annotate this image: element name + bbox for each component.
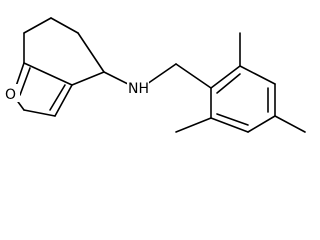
chemical-structure-canvas: O NH: [4, 17, 306, 133]
atom-label-background: [4, 84, 20, 102]
bond: [50, 17, 79, 34]
bond-lines: [12, 17, 306, 133]
bond: [210, 117, 249, 133]
bond: [77, 32, 105, 73]
bond: [103, 71, 129, 85]
molecule-drawing: O NH: [4, 17, 306, 133]
atom-label-background: [127, 78, 149, 96]
bond: [23, 62, 73, 86]
bond: [71, 71, 105, 86]
bond: [216, 73, 241, 94]
bond: [49, 84, 66, 111]
amine-atom-label: NH: [128, 81, 149, 97]
bond: [239, 65, 276, 85]
bond: [146, 63, 177, 85]
bond: [274, 115, 306, 133]
bond: [23, 109, 56, 117]
bond: [216, 113, 249, 126]
oxygen-atom-label: O: [5, 87, 16, 103]
bond: [175, 117, 212, 133]
bond: [54, 84, 73, 117]
bond: [210, 65, 241, 89]
bond: [247, 115, 276, 133]
bond: [19, 67, 31, 96]
atom-labels: O NH: [4, 78, 149, 103]
bond: [23, 17, 52, 34]
bond: [175, 63, 212, 89]
